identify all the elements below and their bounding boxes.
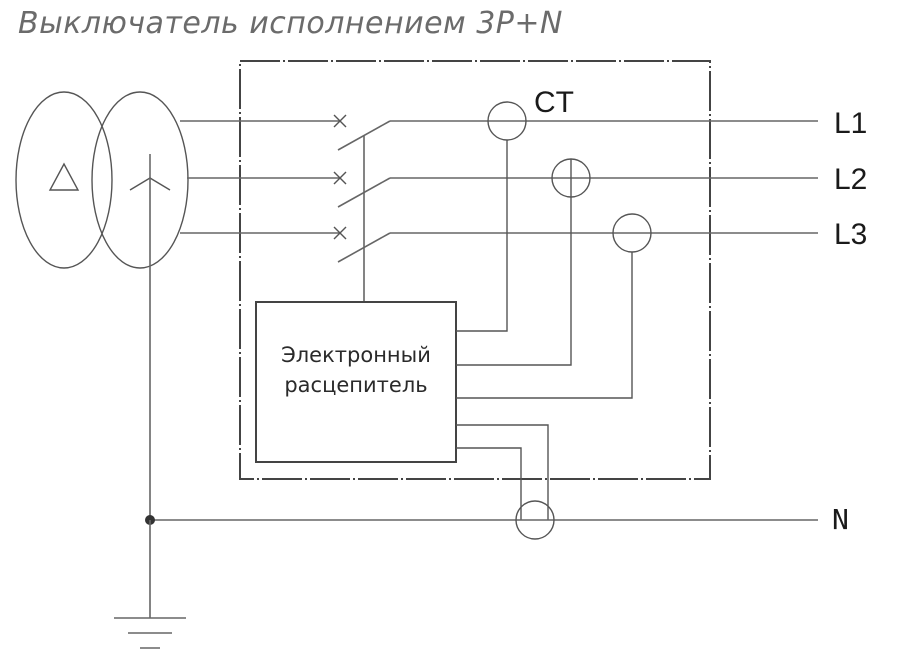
ground-symbol [114,520,186,649]
neutral-conductor [145,178,818,540]
ct-label: CT [534,86,574,119]
ct-l3-signal-wire [456,252,633,399]
trip-unit-label-line2: расцепитель [284,373,427,397]
diagram-title: Выключатель исполнением 3P+N [18,6,563,41]
phase-label-l2: L2 [834,163,867,196]
phase-conductors [180,120,818,234]
breaker-contacts [333,114,391,302]
contact-x-marker [333,171,347,185]
transformer-secondary-winding [91,91,189,269]
trip-unit-label-line1: Электронный [281,343,431,367]
transformer-primary-winding [15,91,113,269]
neutral-ct-signal-wire [456,447,522,520]
neutral-ct-signal-wire [456,424,549,520]
ct-l1-signal-wire [456,140,508,332]
current-transformers [487,101,652,253]
wye-symbol [129,154,171,191]
ct-signal-wires [456,140,633,520]
delta-symbol [48,162,80,191]
ct-l2-signal-wire [456,159,572,366]
contact-x-marker [333,226,347,240]
breaker-enclosure [239,60,711,480]
contact-x-marker [333,114,347,128]
transformer-symbol [15,91,189,269]
contact-blade [337,120,391,151]
neutral-label: N [832,503,849,536]
ct-neutral [515,500,555,540]
phase-label-l1: L1 [834,107,867,140]
electronic-trip-unit [255,301,457,463]
phase-label-l3: L3 [834,218,867,251]
